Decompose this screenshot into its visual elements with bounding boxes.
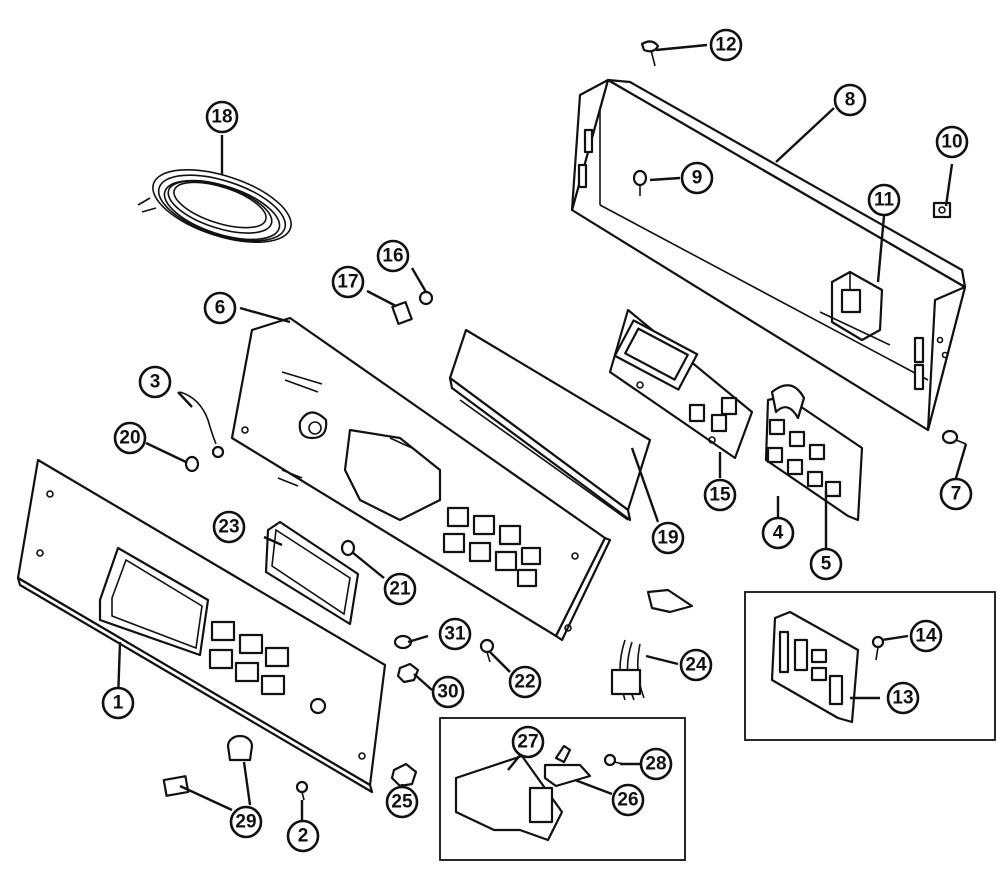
callout-25: 25: [385, 785, 419, 819]
callout-2: 2: [286, 819, 320, 853]
callout-22: 22: [508, 665, 542, 699]
callout-27: 27: [511, 725, 545, 759]
callout-17: 17: [331, 265, 365, 299]
callout-21: 21: [383, 572, 417, 606]
callout-label: 4: [773, 523, 784, 544]
callout-12: 12: [709, 28, 743, 62]
callout-9: 9: [680, 161, 714, 195]
callout-31: 31: [438, 617, 472, 651]
callout-13: 13: [886, 681, 920, 715]
callout-label: 20: [119, 428, 140, 449]
callout-label: 1: [113, 693, 124, 714]
transformer: [819, 270, 891, 346]
rear-console-housing: [570, 78, 967, 432]
callout-24: 24: [679, 648, 713, 682]
callout-label: 14: [915, 626, 937, 647]
keypad-board: [764, 384, 864, 522]
panel-bracket: [230, 316, 612, 642]
callout-label: 17: [337, 272, 358, 293]
callout-label: 10: [941, 132, 962, 153]
callout-label: 11: [874, 190, 895, 211]
callout-label: 19: [657, 528, 678, 549]
callout-20: 20: [113, 421, 147, 455]
callout-label: 8: [845, 90, 856, 111]
callout-label: 7: [951, 484, 962, 505]
overlay-strip: [448, 328, 652, 522]
callout-label: 28: [645, 754, 666, 775]
callout-5: 5: [809, 547, 843, 581]
callout-23: 23: [212, 510, 246, 544]
callout-label: 18: [211, 107, 232, 128]
callout-label: 3: [150, 372, 161, 393]
callout-label: 22: [514, 672, 535, 693]
callout-15: 15: [703, 478, 737, 512]
callout-label: 16: [382, 246, 403, 267]
callout-7: 7: [939, 477, 973, 511]
callout-label: 25: [391, 792, 413, 813]
callout-label: 26: [617, 790, 638, 811]
callout-18: 18: [205, 100, 239, 134]
display-lens: [264, 520, 360, 626]
callout-label: 5: [821, 554, 832, 575]
callout-label: 30: [437, 682, 458, 703]
inset-box-switch: [439, 717, 686, 861]
wire-harness-coil: [137, 169, 292, 243]
callout-30: 30: [431, 675, 465, 709]
screw-9: [632, 169, 648, 196]
callout-label: 9: [692, 168, 703, 189]
callout-11: 11: [867, 183, 901, 217]
callout-8: 8: [833, 83, 867, 117]
callout-label: 23: [218, 517, 239, 538]
callout-4: 4: [761, 516, 795, 550]
callout-29: 29: [229, 805, 263, 839]
front-control-panel: [16, 458, 387, 794]
clip-10: [932, 201, 952, 219]
callout-19: 19: [651, 521, 685, 555]
screw-12: [640, 40, 660, 67]
callout-label: 21: [389, 579, 411, 600]
callout-6: 6: [203, 291, 237, 325]
leader-lines: [116, 43, 968, 822]
callout-label: 6: [215, 298, 226, 319]
callout-label: 13: [892, 688, 913, 709]
display-control-board: [608, 308, 754, 460]
callout-14: 14: [909, 619, 943, 653]
callout-label: 31: [444, 624, 466, 645]
callout-label: 12: [715, 35, 736, 56]
callout-label: 29: [235, 812, 256, 833]
callout-label: 2: [298, 826, 309, 847]
callout-3: 3: [138, 365, 172, 399]
callout-16: 16: [376, 239, 410, 273]
callout-26: 26: [611, 783, 645, 817]
callout-10: 10: [935, 125, 969, 159]
callout-1: 1: [101, 686, 135, 720]
callout-28: 28: [639, 747, 673, 781]
inset-box-control-board: [744, 591, 996, 741]
callout-label: 27: [517, 732, 538, 753]
callout-label: 24: [685, 655, 707, 676]
callout-label: 15: [709, 485, 731, 506]
screw-7: [941, 429, 967, 445]
